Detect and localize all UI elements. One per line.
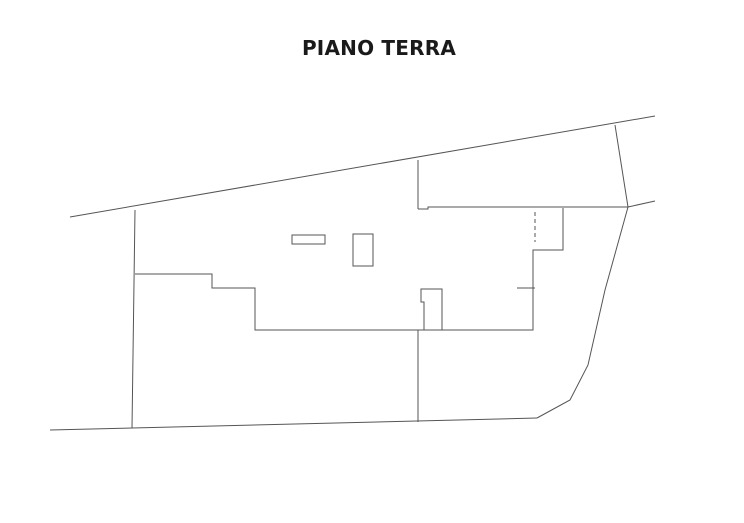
top-boundary (69, 115, 656, 218)
column-rect (352, 233, 374, 267)
opening-rect-1 (291, 234, 326, 245)
left-wall (131, 209, 136, 429)
stair-element (420, 288, 443, 330)
upper-wall (418, 206, 628, 210)
plan-title: PIANO TERRA (301, 36, 457, 60)
right-boundary (614, 124, 656, 208)
right-slanted-boundary (536, 206, 629, 419)
building-outline (135, 208, 564, 331)
bottom-boundary (49, 417, 538, 431)
